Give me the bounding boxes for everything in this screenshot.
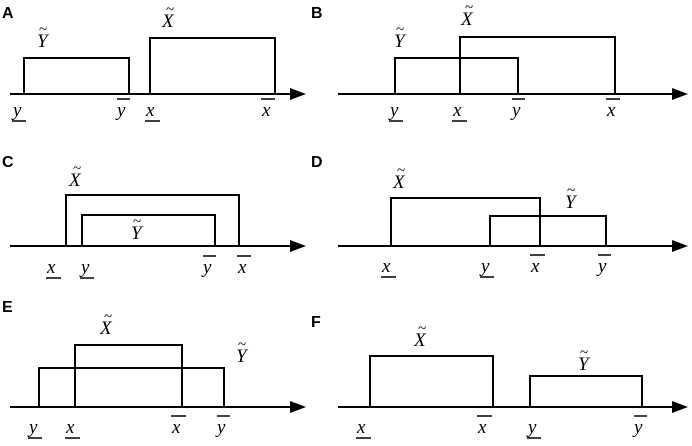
interval-x-box-f	[369, 355, 494, 408]
label-x-lower-a: x	[145, 100, 155, 121]
tilde-y-d: ~	[567, 183, 575, 199]
label-x-upper-d: x	[530, 256, 540, 277]
label-y-upper-b: y	[510, 100, 521, 121]
panel-letter-c: C	[2, 154, 14, 171]
label-y-d: Y	[565, 192, 578, 213]
label-y-lower-d: y	[479, 256, 490, 277]
label-y-c: Y	[131, 223, 144, 244]
label-x-upper-b: x	[606, 100, 616, 121]
interval-x-box-e	[74, 344, 183, 408]
label-y-upper-e: y	[215, 417, 226, 438]
interval-x-box-c	[65, 194, 240, 247]
label-x-lower-b: x	[452, 100, 462, 121]
axis-arrow-f	[672, 401, 688, 413]
interval-y-box-b	[394, 57, 519, 95]
label-x-lower-d: x	[381, 256, 391, 277]
tilde-y-a: ~	[39, 22, 47, 38]
label-x-b: X	[460, 9, 474, 30]
label-x-f: X	[413, 330, 427, 351]
tilde-y-f: ~	[580, 345, 588, 361]
panel-letter-b: B	[311, 5, 323, 22]
interval-y-box-a	[23, 57, 130, 95]
axis-arrow-b	[672, 88, 688, 100]
label-y-lower-b: y	[388, 100, 399, 121]
label-x-upper-e: x	[171, 417, 181, 438]
label-y-f: Y	[578, 354, 591, 375]
axis-arrow-d	[672, 240, 688, 252]
tilde-x-b: ~	[465, 0, 473, 16]
label-x-lower-f: x	[356, 417, 366, 438]
interval-y-box-d	[489, 215, 607, 247]
tilde-y-b: ~	[396, 22, 404, 38]
label-x-d: X	[392, 172, 406, 193]
label-y-e: Y	[236, 346, 249, 367]
panel-letter-e: E	[2, 299, 13, 316]
label-y-lower-c: y	[79, 257, 90, 278]
panel-letter-a: A	[2, 5, 14, 22]
label-x-upper-a: x	[261, 100, 271, 121]
panel-letter-d: D	[311, 154, 323, 171]
panel-a: A Y ~ X ~ y y x x	[2, 2, 306, 122]
panel-b: B Y ~ X ~ y x y x	[311, 0, 688, 122]
interval-y-box-e	[38, 367, 225, 408]
tilde-y-e: ~	[238, 337, 246, 353]
interval-x-box-b	[459, 36, 616, 95]
interval-x-box-d	[390, 197, 541, 247]
interval-x-box-a	[149, 37, 276, 95]
panel-e: E X ~ Y ~ y x x y	[2, 299, 306, 439]
label-y-upper-a: y	[115, 100, 126, 121]
tilde-x-d: ~	[397, 163, 405, 179]
interval-y-box-f	[529, 375, 643, 408]
label-y-upper-d: y	[596, 256, 607, 277]
label-x-a: X	[161, 11, 175, 32]
label-y-upper-f: y	[632, 417, 643, 438]
label-y-upper-c: y	[201, 257, 212, 278]
label-x-e: X	[99, 318, 113, 339]
tilde-x-e: ~	[104, 309, 112, 325]
panel-letter-f: F	[311, 314, 321, 331]
label-y-b: Y	[394, 31, 407, 52]
axis-arrow-a	[290, 88, 306, 100]
label-y-lower-f: y	[526, 417, 537, 438]
tilde-y-c: ~	[133, 214, 141, 230]
tilde-x-a: ~	[166, 2, 174, 18]
panel-c: C X ~ Y ~ x y y x	[2, 154, 306, 279]
label-x-upper-c: x	[237, 257, 247, 278]
label-x-lower-e: x	[65, 417, 75, 438]
label-x-upper-f: x	[477, 417, 487, 438]
interval-y-box-c	[81, 214, 216, 247]
tilde-x-f: ~	[418, 321, 426, 337]
label-y-a: Y	[37, 31, 50, 52]
axis-arrow-e	[290, 401, 306, 413]
tilde-x-c: ~	[73, 161, 81, 177]
label-y-lower-e: y	[27, 417, 38, 438]
panel-f: F X ~ Y ~ x x y y	[311, 314, 688, 439]
label-x-c: X	[68, 170, 82, 191]
panel-d: D X ~ Y ~ x y x y	[311, 154, 688, 278]
label-x-lower-c: x	[46, 257, 56, 278]
axis-arrow-c	[290, 240, 306, 252]
label-y-lower-a: y	[11, 100, 22, 121]
